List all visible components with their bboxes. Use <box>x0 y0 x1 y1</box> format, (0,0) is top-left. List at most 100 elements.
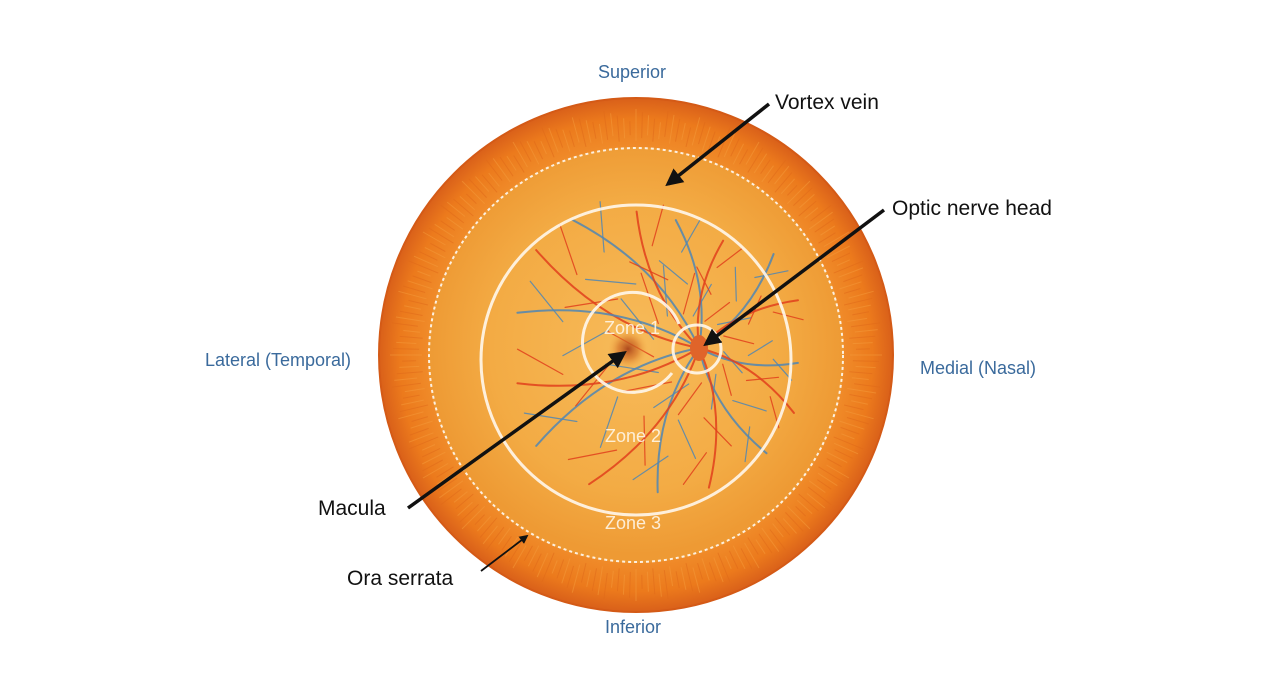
vein <box>754 270 789 279</box>
rim-striation <box>536 552 549 578</box>
rim-striation <box>475 176 490 192</box>
rim-striation <box>685 562 694 592</box>
macula-arrow <box>406 350 627 510</box>
rim-striation <box>498 527 511 545</box>
rim-striation <box>845 410 874 420</box>
artery <box>575 365 609 407</box>
rim-striation <box>610 113 614 137</box>
vein <box>723 351 743 374</box>
rim-striation <box>398 411 424 420</box>
rim-striation <box>482 525 498 545</box>
rim-striation <box>422 231 446 246</box>
vortex-vein-arrow <box>665 102 771 187</box>
rim-striation <box>623 118 626 139</box>
rim-striation <box>826 245 851 259</box>
rim-striation <box>680 567 687 590</box>
rim-striation <box>818 232 836 244</box>
ora-serrata-line <box>428 147 844 563</box>
rim-striation <box>419 251 438 261</box>
vein <box>529 280 564 323</box>
vortex-vein-label: Vortex vein <box>775 91 879 114</box>
rim-striation <box>701 558 710 581</box>
rim-striation <box>641 112 643 139</box>
vein <box>677 419 697 459</box>
rim-striation <box>488 172 500 187</box>
rim-striation <box>455 493 474 510</box>
rim-striation <box>446 201 466 217</box>
rim-striation <box>774 172 793 193</box>
artery <box>772 311 804 321</box>
zone-2-boundary <box>479 203 793 517</box>
artery <box>745 376 780 382</box>
rim-striation <box>393 348 420 350</box>
rim-striation <box>669 566 674 587</box>
rim-striation <box>833 260 864 274</box>
rim-striation <box>611 570 614 588</box>
vein <box>585 278 637 285</box>
rim-striation <box>629 571 631 598</box>
artery <box>677 382 703 416</box>
rim-striation <box>747 537 759 555</box>
rim-striation <box>428 227 454 244</box>
vein <box>656 347 700 494</box>
vein <box>516 309 700 349</box>
rim-striation <box>506 155 517 171</box>
rim-striation <box>647 115 650 136</box>
rim-striation <box>424 246 446 259</box>
rim-striation <box>541 127 555 158</box>
rim-striation <box>395 316 425 322</box>
vein <box>734 266 737 302</box>
rim-striation <box>477 515 492 532</box>
rim-striation <box>826 451 848 464</box>
rim-striation <box>421 451 446 465</box>
rim-striation <box>461 180 486 205</box>
rim-striation <box>852 342 873 345</box>
rim-striation <box>758 533 773 554</box>
artery <box>564 298 619 308</box>
artery <box>629 261 669 281</box>
rim-striation <box>533 140 544 160</box>
rim-striation <box>841 433 855 440</box>
rim-striation <box>795 506 807 517</box>
rim-striation <box>512 545 527 569</box>
rim-striation <box>833 436 864 450</box>
rim-striation <box>411 416 429 422</box>
rim-striation <box>457 501 473 516</box>
rim-striation <box>658 573 662 597</box>
rim-striation <box>744 542 760 569</box>
rim-striation <box>669 114 675 144</box>
rim-striation <box>747 147 764 173</box>
rim-striation <box>399 310 423 316</box>
rim-striation <box>413 255 439 268</box>
rim-striation <box>725 555 732 570</box>
rim-striation <box>838 267 864 278</box>
rim-striation <box>399 335 423 339</box>
rim-striation <box>767 159 787 184</box>
rim-striation <box>408 432 434 443</box>
rim-striation <box>772 523 784 538</box>
artery <box>704 301 731 322</box>
zone-3-label: Zone 3 <box>605 513 661 533</box>
rim-striation <box>847 388 877 394</box>
rim-striation <box>585 120 592 143</box>
rim-striation <box>849 394 873 400</box>
rim-striation <box>646 571 649 592</box>
rim-striation <box>717 127 731 158</box>
rim-striation <box>836 259 851 266</box>
rim-striation <box>492 158 511 183</box>
artery <box>682 272 696 315</box>
rim-striation <box>774 165 790 185</box>
rim-striation <box>409 427 429 436</box>
artery <box>723 335 755 345</box>
rim-striation <box>804 207 819 219</box>
rim-striation <box>556 559 565 579</box>
vein <box>747 340 773 357</box>
rim-striation <box>541 552 555 583</box>
rim-striation <box>785 512 804 532</box>
rim-striation <box>855 366 876 369</box>
rim-striation <box>848 290 874 299</box>
rim-striation <box>840 426 860 435</box>
artery <box>640 272 659 325</box>
rim-striation <box>698 121 706 145</box>
